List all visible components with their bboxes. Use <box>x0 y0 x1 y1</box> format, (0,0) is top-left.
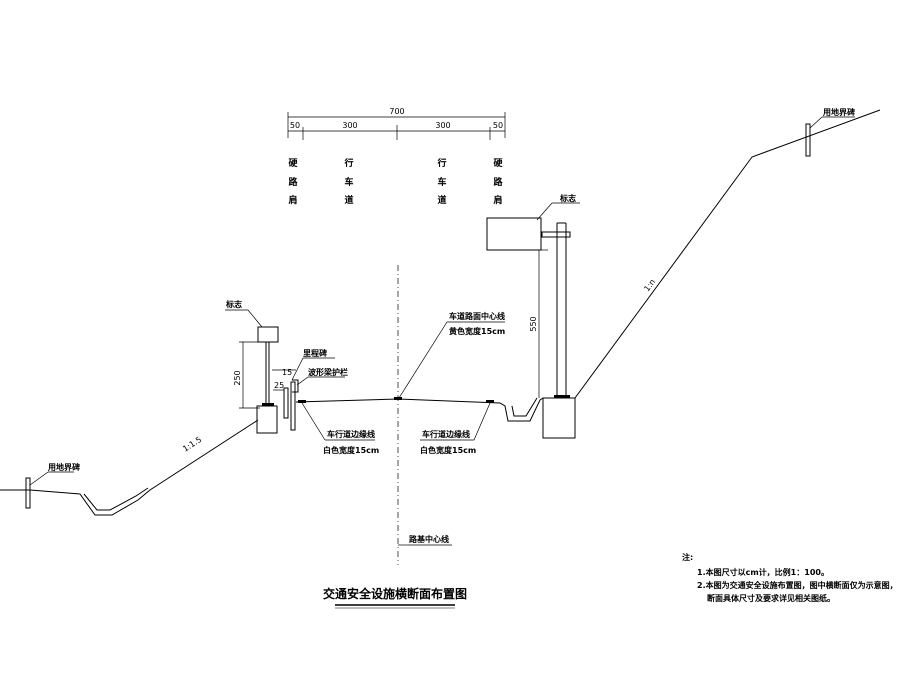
notes-heading: 注: <box>682 552 693 562</box>
dim-rail-15: 15 <box>282 368 292 377</box>
lane-labels: 硬 路 肩 行 车 道 行 车 道 硬 路 肩 <box>287 157 503 206</box>
edge-line-left-spec: 白色宽度15cm <box>323 445 379 455</box>
dim-shoulder-left: 50 <box>290 121 300 130</box>
label-char: 车 <box>344 176 353 188</box>
notes: 注: 1.本图尺寸以cm计，比例1：100。 2.本图为交通安全设施布置图，图中… <box>682 552 898 603</box>
guardrail-assembly: 15 25 里程碑 波形梁护栏 <box>272 348 348 431</box>
right-sign: 标志 550 <box>486 193 580 439</box>
label-char: 硬 <box>288 158 298 169</box>
right-sign-label: 标志 <box>559 193 576 203</box>
drawing-title: 交通安全设施横断面布置图 <box>323 586 467 601</box>
label-char: 路 <box>288 176 298 188</box>
edge-marking-left <box>298 400 306 403</box>
note-item: 断面具体尺寸及要求详见相关图纸。 <box>707 593 835 603</box>
roadbed-center-label: 路基中心线 <box>409 534 449 544</box>
edge-line-right-label: 车行道边缘线 <box>422 429 470 439</box>
marking-callouts: 车道路面中心线 黄色宽度15cm 车行道边缘线 白色宽度15cm 车行道边缘线 … <box>301 311 505 546</box>
boundary-marker-right: 用地界碑 <box>805 107 855 157</box>
left-sign: 标志 250 <box>225 299 279 434</box>
edge-marking-right <box>486 400 494 403</box>
center-line-label: 车道路面中心线 <box>449 311 505 321</box>
guardrail-label: 波形梁护栏 <box>308 367 348 377</box>
label-char: 硬 <box>493 158 503 169</box>
left-sign-label: 标志 <box>225 299 242 309</box>
dim-total: 700 <box>389 107 404 116</box>
edge-line-left-label: 车行道边缘线 <box>327 429 375 439</box>
label-char: 肩 <box>492 194 502 206</box>
label-char: 路 <box>493 176 503 188</box>
ground-profile <box>0 109 881 516</box>
boundary-marker-left: 用地界碑 <box>25 462 80 509</box>
milestone-label: 里程碑 <box>303 348 327 358</box>
edge-line-right-spec: 白色宽度15cm <box>420 445 476 455</box>
width-dimension: 700 50 300 300 50 <box>287 107 506 140</box>
dim-lane-right: 300 <box>435 121 450 130</box>
slope-right-label: 1:n <box>642 277 657 293</box>
note-item: 2.本图为交通安全设施布置图，图中横断面仅为示意图， <box>697 580 898 590</box>
label-char: 行 <box>343 157 353 169</box>
label-char: 肩 <box>287 194 297 206</box>
label-char: 道 <box>437 194 446 206</box>
boundary-right-label: 用地界碑 <box>822 107 855 117</box>
label-char: 道 <box>344 194 353 206</box>
center-line-spec: 黄色宽度15cm <box>449 326 505 336</box>
dim-lane-left: 300 <box>342 121 357 130</box>
label-char: 车 <box>437 176 446 188</box>
slope-left-label: 1:1.5 <box>181 435 203 454</box>
center-marking <box>394 397 402 400</box>
boundary-left-label: 用地界碑 <box>47 462 80 472</box>
dim-left-sign-height: 250 <box>233 370 242 385</box>
label-char: 行 <box>436 157 446 169</box>
dim-right-sign-height: 550 <box>529 316 538 331</box>
dim-shoulder-right: 50 <box>493 121 503 130</box>
dim-rail-25: 25 <box>274 381 284 390</box>
note-item: 1.本图尺寸以cm计，比例1：100。 <box>697 567 829 577</box>
